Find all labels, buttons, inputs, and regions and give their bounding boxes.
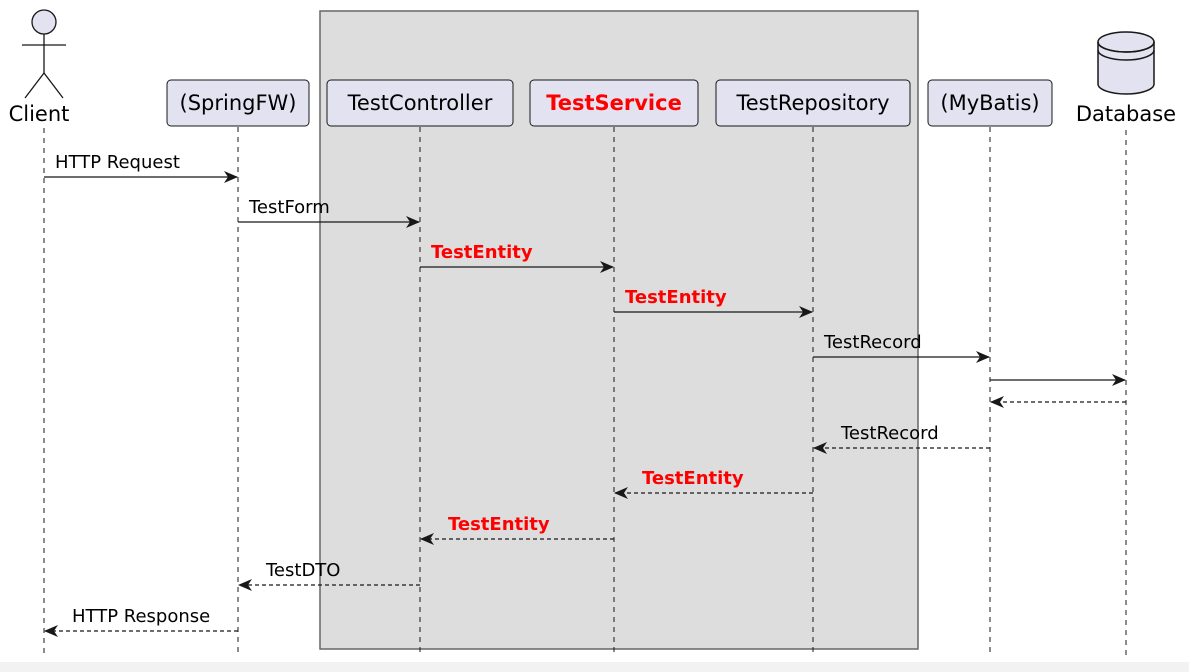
message-label: TestDTO	[265, 560, 340, 581]
participant-label-repository: TestRepository	[735, 91, 889, 115]
database-icon	[1097, 31, 1155, 95]
message-label: TestEntity	[625, 287, 727, 308]
participant-box-mybatis	[927, 79, 1053, 127]
participant-label-service: TestService	[546, 91, 682, 115]
participant-label-client: Client	[9, 102, 70, 126]
participant-label-spring: (SpringFW)	[180, 91, 297, 115]
actor-icon	[22, 9, 66, 99]
message-label: HTTP Response	[72, 606, 210, 627]
participant-label-mybatis: (MyBatis)	[940, 91, 1039, 115]
participant-label-controller: TestController	[347, 91, 493, 115]
message-label: HTTP Request	[55, 152, 180, 173]
participant-label-database: Database	[1076, 102, 1176, 126]
message-label: TestRecord	[840, 423, 939, 444]
message-label: TestEntity	[448, 514, 550, 535]
message-label: TestEntity	[642, 468, 744, 489]
participant-box-controller	[326, 79, 514, 127]
participant-box-repository	[715, 79, 911, 127]
message-label: TestRecord	[823, 332, 922, 353]
participant-box-service	[529, 79, 699, 127]
participant-box-spring	[166, 79, 310, 127]
message-label: TestForm	[248, 197, 330, 218]
bottom-band	[0, 662, 1189, 672]
message-label: TestEntity	[431, 242, 533, 263]
